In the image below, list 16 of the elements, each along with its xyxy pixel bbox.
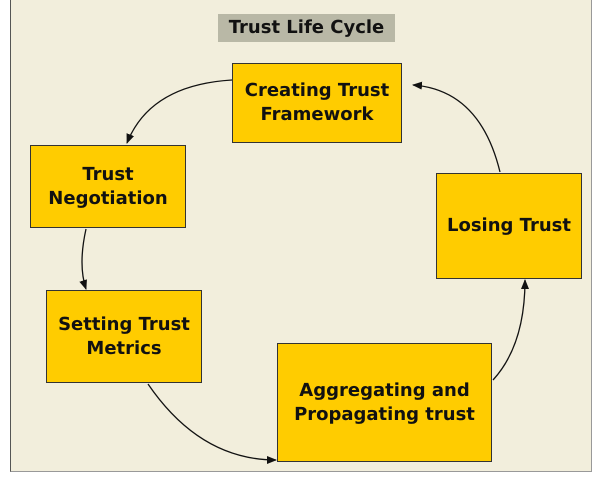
- arrow: [80, 228, 88, 290]
- process-box: [232, 63, 402, 143]
- box-label: Aggregating and Propagating trust: [293, 378, 476, 426]
- process-box: [436, 173, 582, 279]
- title: Trust Life Cycle: [218, 14, 395, 42]
- box-label: Creating Trust Framework: [244, 79, 390, 127]
- box-label: Setting Trust Metrics: [57, 312, 191, 360]
- arrow: [126, 79, 232, 144]
- arrow: [412, 82, 501, 172]
- arrow: [147, 384, 277, 464]
- arrow: [492, 279, 529, 380]
- box-label: Trust Negotiation: [47, 162, 169, 210]
- box-label: Losing Trust: [447, 214, 571, 238]
- process-box: [46, 290, 202, 383]
- process-box: [277, 343, 492, 462]
- process-box: [30, 145, 186, 228]
